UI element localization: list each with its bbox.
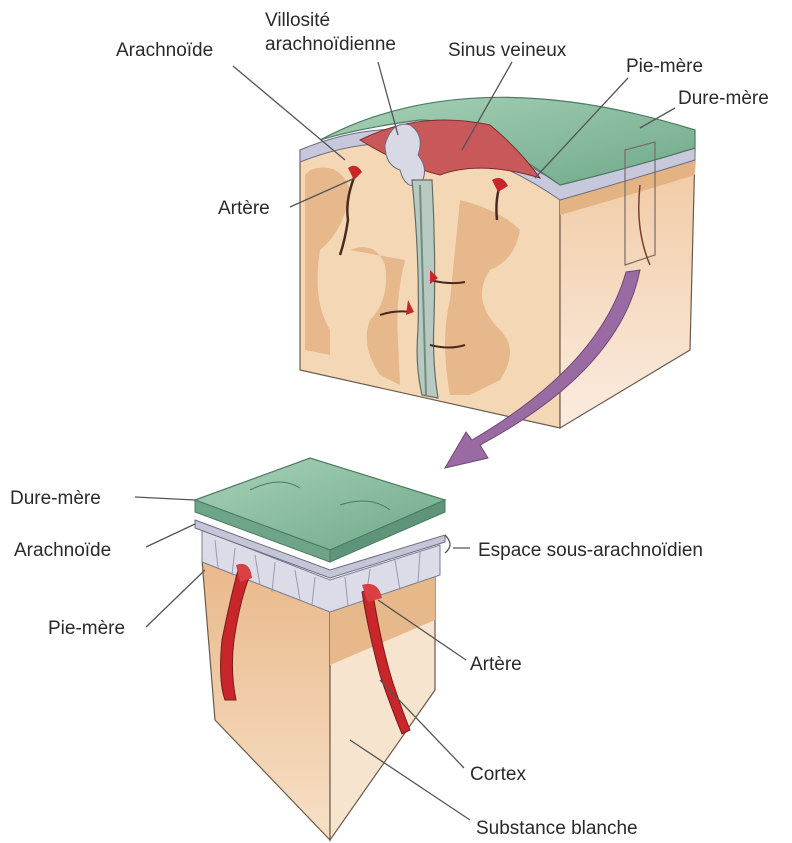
brain-block-top bbox=[300, 97, 695, 428]
label-top-dure-mere: Dure-mère bbox=[678, 88, 769, 109]
label-bot-pie-mere: Pie-mère bbox=[48, 618, 125, 639]
label-bot-artere: Artère bbox=[470, 654, 522, 675]
label-espace: Espace sous-arachnoïdien bbox=[478, 540, 703, 561]
label-villosite-line1: Villosité bbox=[265, 10, 330, 31]
label-sinus: Sinus veineux bbox=[448, 40, 567, 61]
label-top-arachnoide: Arachnoïde bbox=[116, 40, 213, 61]
label-bot-arachnoide: Arachnoïde bbox=[14, 540, 111, 561]
label-top-artere: Artère bbox=[218, 198, 270, 219]
label-cortex: Cortex bbox=[470, 764, 526, 785]
label-bot-dure-mere: Dure-mère bbox=[10, 488, 101, 509]
label-top-pie-mere: Pie-mère bbox=[626, 56, 703, 77]
label-villosite-line2: arachnoïdienne bbox=[265, 34, 396, 55]
label-substance: Substance blanche bbox=[476, 818, 638, 839]
brain-block-bottom bbox=[195, 458, 445, 840]
